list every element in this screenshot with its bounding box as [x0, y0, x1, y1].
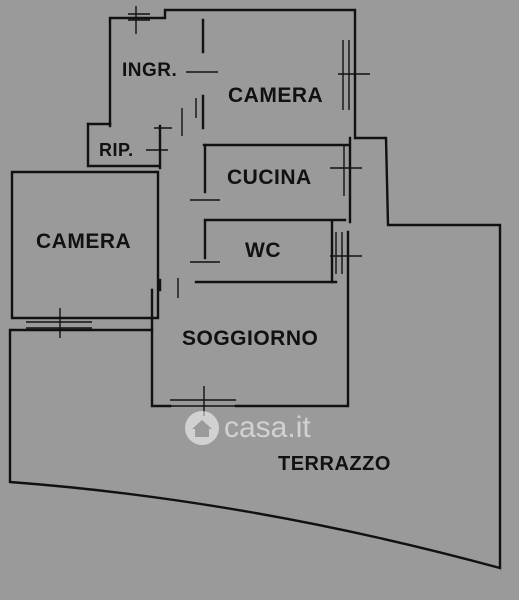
- door-ticks: [59, 6, 370, 416]
- room-label-ingresso: INGR.: [122, 60, 178, 81]
- watermark-text: casa.it: [224, 411, 311, 444]
- room-label-camera-top: CAMERA: [228, 84, 324, 107]
- window-wc: [335, 232, 343, 274]
- window-camera-left: [26, 321, 92, 329]
- window-cucina: [343, 146, 351, 196]
- room-label-soggiorno: SOGGIORNO: [182, 327, 319, 350]
- soggiorno-walls: [150, 288, 172, 408]
- room-label-ripostiglio: RIP.: [99, 140, 134, 160]
- room-label-terrazzo: TERRAZZO: [278, 453, 391, 475]
- room-label-camera-left: CAMERA: [36, 230, 132, 253]
- window-top: [128, 13, 150, 21]
- soggiorno-bottom-wall: [234, 230, 350, 408]
- watermark: casa.it: [184, 410, 311, 446]
- window-soggiorno: [170, 399, 236, 407]
- upper-block-walls: [108, 8, 357, 140]
- house-logo-icon: [185, 411, 219, 445]
- room-label-wc: WC: [245, 239, 281, 262]
- room-label-cucina: CUCINA: [227, 166, 312, 189]
- terrace-outline: [8, 136, 502, 570]
- rip-walls: [86, 122, 160, 168]
- camera-left-walls: [10, 170, 160, 320]
- window-right-camera: [342, 40, 350, 110]
